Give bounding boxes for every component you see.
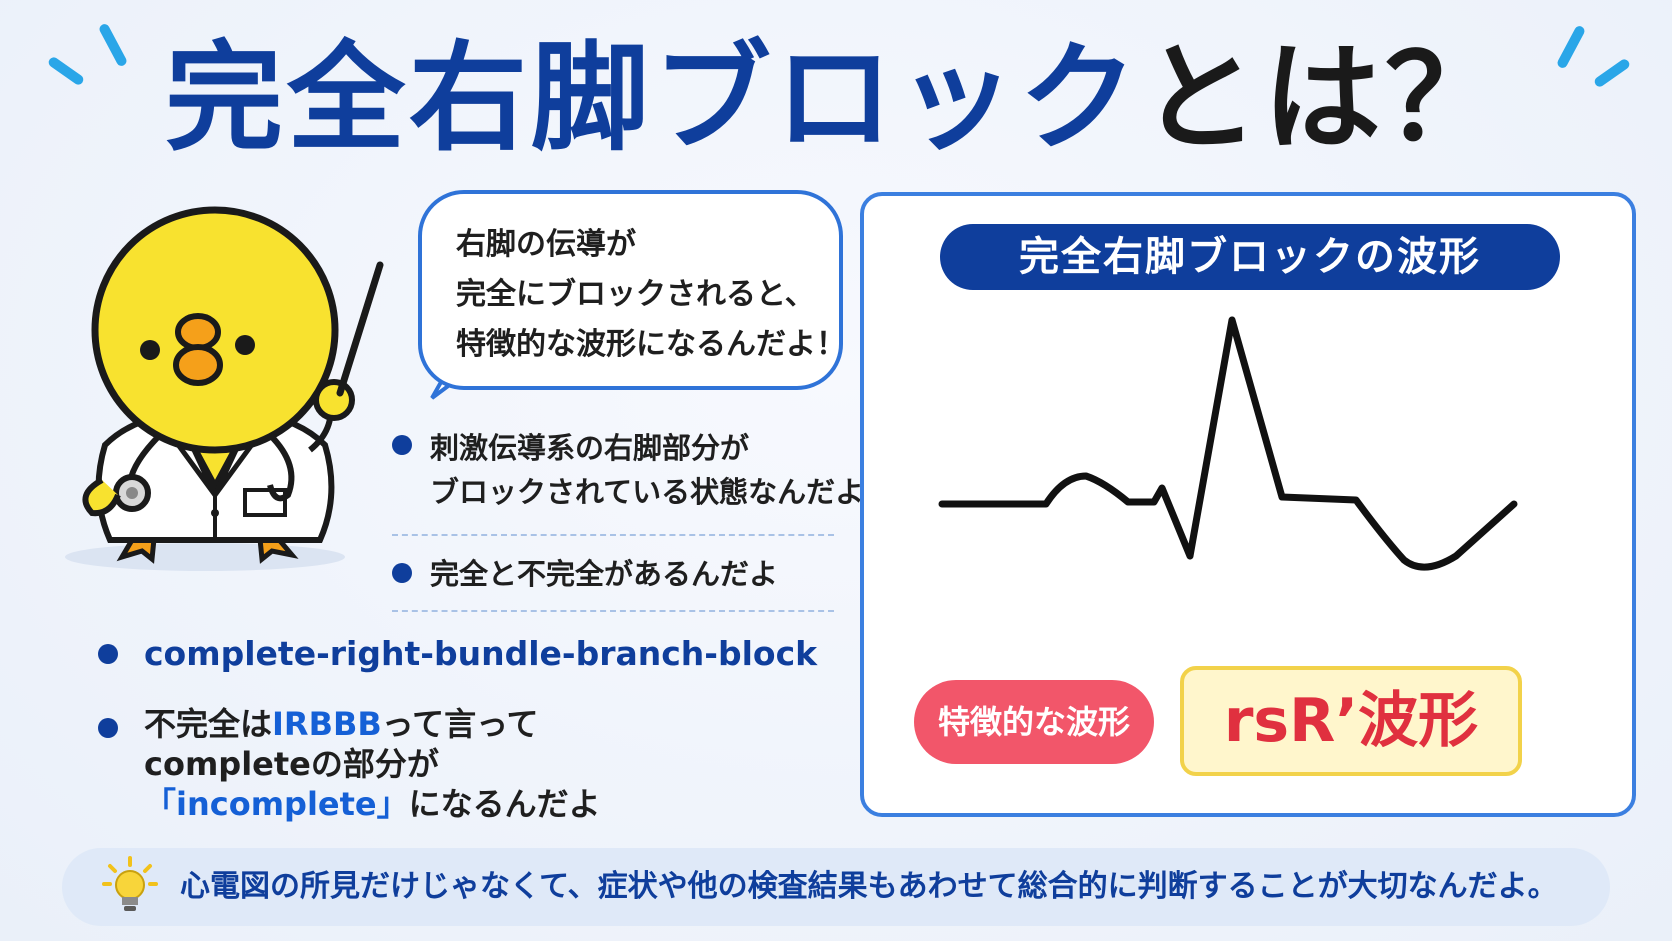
bubble-line-2: 完全にブロックされると、: [456, 277, 815, 312]
bullet-4-line-3-post: になるんだよ: [408, 785, 601, 823]
divider: [392, 534, 834, 536]
bullet-4-line-2: completeの部分が: [144, 745, 439, 783]
footer-text: 心電図の所見だけじゃなくて、症状や他の検査結果もあわせて総合的に判断することが大…: [180, 869, 1558, 904]
bubble-line-3: 特徴的な波形になるんだよ！: [456, 327, 846, 362]
bullet-4-line-1: 不完全はIRBBBって言って: [144, 704, 601, 744]
divider: [392, 610, 834, 612]
bullet-3-text: complete-right-bundle-branch-block: [144, 634, 818, 673]
bullet-4-post: って言って: [381, 705, 539, 743]
bullet-4-incomplete: 「incomplete」: [144, 785, 409, 823]
bullet-1-line-2: ブロックされている状態なんだよ: [430, 475, 865, 509]
wave-name-box: rsR’波形: [1180, 666, 1522, 776]
waveform-panel: 完全右脚ブロックの波形 特徴的な波形 rsR’波形: [860, 192, 1636, 817]
bullet-dot: [392, 435, 412, 455]
bullet-2-text: 完全と不完全があるんだよ: [430, 557, 779, 591]
bullet-item-3: complete-right-bundle-branch-block: [98, 630, 817, 678]
bullet-dot: [98, 718, 118, 738]
bullet-4-line-3: 「incomplete」になるんだよ: [144, 784, 601, 824]
bullet-dot: [392, 563, 412, 583]
title-main: 完全右脚ブロック: [164, 29, 1141, 167]
panel-heading: 完全右脚ブロックの波形: [940, 224, 1560, 290]
title-suffix: とは？: [1141, 29, 1508, 167]
chick-doctor-illustration: [65, 206, 384, 571]
bullet-item-2: 完全と不完全があるんだよ: [392, 552, 778, 596]
bullet-dot: [98, 644, 118, 664]
bullet-1-line-1: 刺激伝導系の右脚部分が: [430, 431, 750, 465]
footer-note: 心電図の所見だけじゃなくて、症状や他の検査結果もあわせて総合的に判断することが大…: [62, 848, 1610, 926]
page-title: 完全右脚ブロックとは？: [0, 18, 1672, 178]
feature-label-badge: 特徴的な波形: [914, 680, 1154, 764]
speech-bubble: 右脚の伝導が 完全にブロックされると、 特徴的な波形になるんだよ！: [418, 190, 846, 390]
bullet-item-1: 刺激伝導系の右脚部分が ブロックされている状態なんだよ: [392, 426, 864, 514]
bullet-item-4: 不完全はIRBBBって言って completeの部分が 「incomplete」…: [98, 704, 601, 824]
bullet-4-highlight: IRBBB: [272, 705, 382, 743]
lightbulb-icon: [102, 856, 158, 911]
bubble-line-1: 右脚の伝導が: [456, 227, 636, 262]
bullet-4-pre: 不完全は: [144, 705, 273, 743]
ecg-waveform: [938, 316, 1518, 571]
